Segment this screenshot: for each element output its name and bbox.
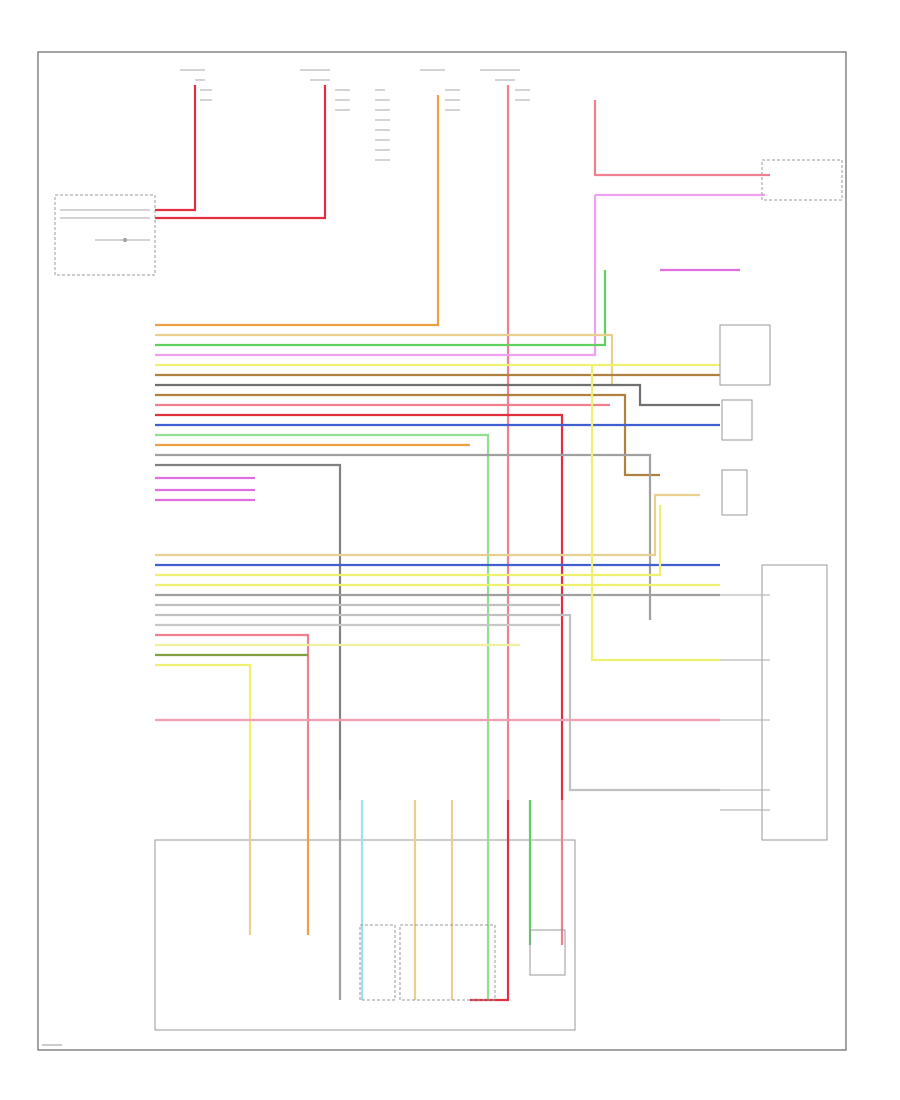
- solenoid-group-box: [399, 924, 496, 1001]
- hot-in-start-fuse-group: [420, 69, 460, 111]
- wire-pink-top-to-brake-switch: [593, 100, 770, 177]
- wire-violet-brake-switch: [155, 193, 765, 357]
- cluster-internal-marks: [60, 209, 150, 242]
- transmission-range-sensor-box: [721, 469, 748, 516]
- diagram-frame: [37, 51, 847, 1051]
- pressure-switch-box: [359, 924, 396, 1001]
- wire-green-to-abs: [155, 270, 607, 347]
- pcm-pin-rows-upper: [155, 333, 720, 800]
- wire-red-fuse-feed-1: [155, 85, 197, 212]
- throttle-position-sensor-box: [721, 399, 753, 441]
- transmission-control-solenoids-box: [761, 564, 828, 841]
- automatic-transmission-box: [154, 839, 576, 1031]
- instrument-panel-cluster-box: [54, 194, 156, 276]
- hot-in-run-start-fuse-group: [480, 69, 530, 101]
- vehicle-speed-sensor-box: [719, 324, 771, 386]
- pcm-pin-rows-lower: [155, 493, 720, 800]
- wire-yellow-to-solenoid: [590, 365, 720, 662]
- hot-in-run-fuse-group: [300, 69, 390, 161]
- brake-switch-box: [761, 159, 843, 201]
- wire-red-fuse-feed-2: [155, 85, 327, 220]
- hot-at-all-times-fuse-group: [180, 69, 212, 101]
- wire-orange-fuse-feed: [155, 95, 440, 327]
- vss-box: [529, 929, 566, 976]
- solenoid-connector-lines: [720, 594, 770, 811]
